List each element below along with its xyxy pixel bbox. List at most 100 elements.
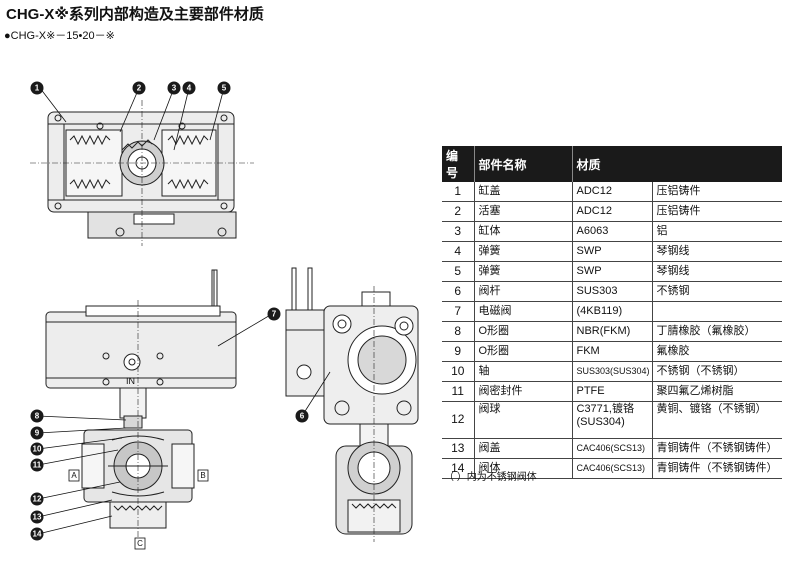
svg-text:5: 5 — [222, 84, 227, 93]
svg-text:11: 11 — [33, 461, 42, 470]
material-code: NBR(FKM) — [572, 321, 653, 342]
material-description: 琴钢线 — [652, 261, 783, 282]
callout-6: 6 — [295, 409, 309, 423]
material-description: 青铜铸件（不锈钢铸件） — [652, 438, 783, 459]
material-description: 黄铜、镀铬（不锈钢） — [652, 401, 783, 439]
part-name: 阀杆 — [474, 281, 573, 302]
actuator-top-view — [30, 100, 254, 246]
material-code: ADC12 — [572, 201, 653, 222]
material-code: SWP — [572, 241, 653, 262]
material-code: PTFE — [572, 381, 653, 402]
callout-13: 13 — [30, 510, 44, 524]
svg-text:C: C — [137, 539, 143, 548]
valve-side-view — [285, 267, 419, 542]
callout-8: 8 — [30, 409, 44, 423]
callout-12: 12 — [30, 492, 44, 506]
part-number: 2 — [442, 201, 475, 222]
part-number: 5 — [442, 261, 475, 282]
material-description: 压铝铸件 — [652, 201, 783, 222]
port-label-a: A — [68, 469, 80, 482]
port-label-c: C — [134, 537, 146, 550]
material-description: 琴钢线 — [652, 241, 783, 262]
part-number: 9 — [442, 341, 475, 362]
footnote: （ ）内为不锈钢阀体 — [444, 472, 537, 483]
material-description: 不锈钢（不锈钢） — [652, 361, 783, 382]
material-code: CAC406(SCS13) — [572, 438, 653, 459]
part-name: O形圈 — [474, 321, 573, 342]
callout-4: 4 — [182, 81, 196, 95]
leader-lines — [37, 87, 331, 535]
callout-10: 10 — [30, 442, 44, 456]
material-description: 压铝铸件 — [652, 182, 783, 202]
svg-text:7: 7 — [272, 310, 277, 319]
port-label-b: B — [197, 469, 209, 482]
material-code: SUS303 — [572, 281, 653, 302]
material-description: 青铜铸件（不锈钢铸件） — [652, 458, 783, 479]
material-description — [652, 301, 783, 322]
part-name: O形圈 — [474, 341, 573, 362]
material-code: ADC12 — [572, 182, 653, 202]
material-code: (4KB119) — [572, 301, 653, 322]
in-port-label: IN — [126, 376, 135, 386]
part-name: 阀密封件 — [474, 381, 573, 402]
material-description: 丁腈橡胶（氟橡胶） — [652, 321, 783, 342]
svg-text:12: 12 — [33, 495, 42, 504]
material-code: SUS303(SUS304) — [572, 361, 653, 382]
callout-14: 14 — [30, 527, 44, 541]
material-code: FKM — [572, 341, 653, 362]
part-name: 弹簧 — [474, 241, 573, 262]
part-number: 3 — [442, 221, 475, 242]
callout-1: 1 — [30, 81, 44, 95]
part-name: 阀盖 — [474, 438, 573, 459]
svg-text:1: 1 — [35, 84, 40, 93]
table-header-row: 编号 部件名称 材质 — [442, 146, 783, 182]
part-number: 7 — [442, 301, 475, 322]
svg-text:13: 13 — [33, 513, 42, 522]
svg-text:6: 6 — [300, 412, 305, 421]
model-subtitle: ●CHG-X※－15•20－※ — [4, 30, 115, 42]
svg-text:9: 9 — [35, 429, 40, 438]
part-number: 10 — [442, 361, 475, 382]
material-code: CAC406(SCS13) — [572, 458, 653, 479]
svg-text:8: 8 — [35, 412, 40, 421]
part-name: 阀球 — [474, 401, 573, 439]
part-name: 活塞 — [474, 201, 573, 222]
callout-2: 2 — [132, 81, 146, 95]
material-code: C3771,镀铬 (SUS304) — [572, 401, 653, 439]
svg-text:4: 4 — [187, 84, 192, 93]
svg-text:2: 2 — [137, 84, 142, 93]
callout-7: 7 — [267, 307, 281, 321]
part-number: 4 — [442, 241, 475, 262]
part-number: 1 — [442, 182, 475, 202]
material-description: 不锈钢 — [652, 281, 783, 302]
part-number: 8 — [442, 321, 475, 342]
part-name: 轴 — [474, 361, 573, 382]
svg-text:A: A — [71, 471, 77, 480]
svg-text:3: 3 — [172, 84, 177, 93]
callout-11: 11 — [30, 458, 44, 472]
part-name: 缸体 — [474, 221, 573, 242]
callout-9: 9 — [30, 426, 44, 440]
svg-text:10: 10 — [33, 445, 42, 454]
part-name: 弹簧 — [474, 261, 573, 282]
material-code: SWP — [572, 261, 653, 282]
header-part-name: 部件名称 — [474, 146, 573, 182]
callout-5: 5 — [217, 81, 231, 95]
part-name: 阀体 — [474, 458, 573, 479]
callout-3: 3 — [167, 81, 181, 95]
page-title: CHG-X※系列内部构造及主要部件材质 — [6, 6, 264, 23]
svg-text:B: B — [200, 471, 205, 480]
